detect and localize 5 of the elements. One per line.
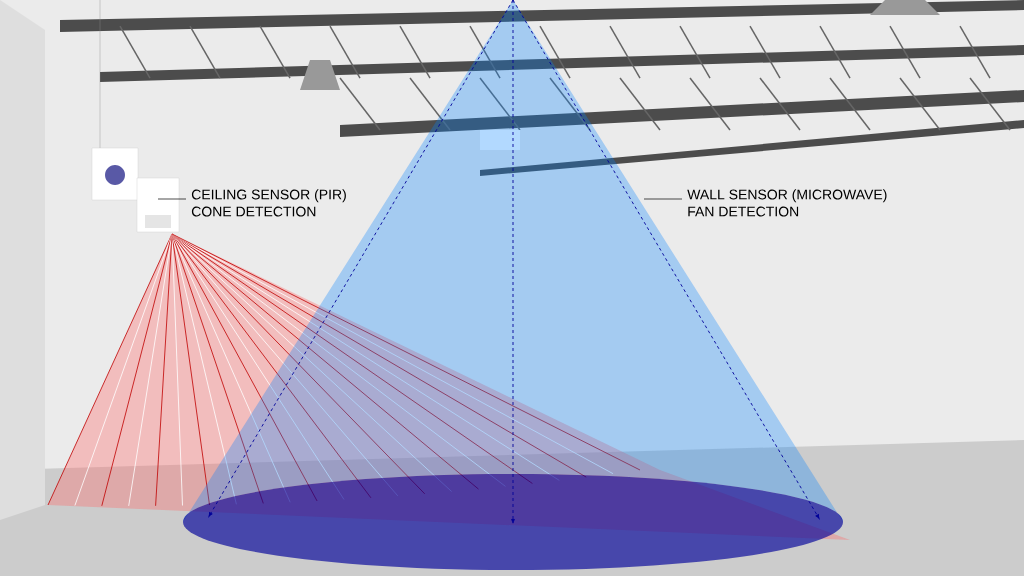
leader-line — [157, 198, 187, 200]
wall-sensor-drawing — [136, 177, 180, 233]
leader-line — [643, 198, 683, 200]
callout-text: CEILING SENSOR (PIR) CONE DETECTION — [191, 189, 346, 217]
callout-text: WALL SENSOR (MICROWAVE) FAN DETECTION — [687, 189, 887, 217]
